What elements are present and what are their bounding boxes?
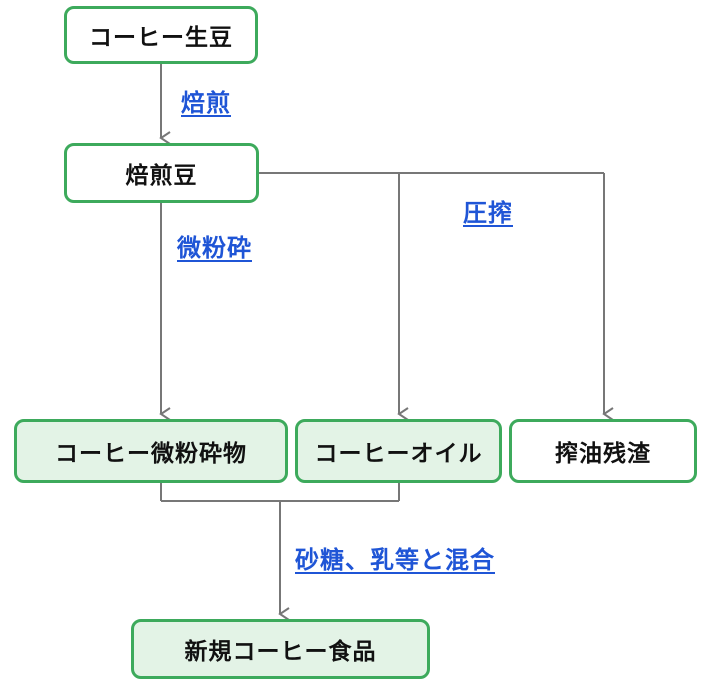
node-coffee-oil: コーヒーオイル [295, 419, 502, 483]
node-roasted-beans-label: 焙煎豆 [125, 163, 198, 189]
node-coffee-oil-label: コーヒーオイル [314, 441, 483, 467]
process-label-pressing[interactable]: 圧搾 [463, 199, 513, 227]
node-oil-residue: 搾油残渣 [509, 419, 697, 483]
process-label-mixing[interactable]: 砂糖、乳等と混合 [295, 546, 495, 574]
process-label-grinding[interactable]: 微粉砕 [177, 234, 252, 262]
node-roasted-beans: 焙煎豆 [64, 143, 259, 203]
node-new-food: 新規コーヒー食品 [131, 619, 430, 679]
node-coffee-powder-label: コーヒー微粉砕物 [55, 441, 247, 467]
node-new-food-label: 新規コーヒー食品 [184, 639, 377, 665]
node-oil-residue-label: 搾油残渣 [555, 441, 651, 467]
node-raw-beans-label: コーヒー生豆 [89, 25, 233, 51]
node-raw-beans: コーヒー生豆 [64, 6, 258, 64]
process-label-roasting[interactable]: 焙煎 [181, 89, 231, 117]
node-coffee-powder: コーヒー微粉砕物 [14, 419, 288, 483]
